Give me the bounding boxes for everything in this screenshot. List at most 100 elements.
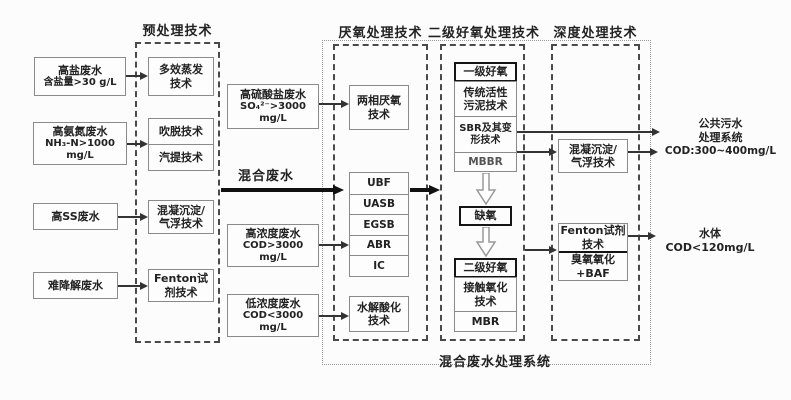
arrow-coagulation-to-output <box>628 148 658 156</box>
anaerobic-two-phase-line1: 两相厌氧 <box>357 94 401 108</box>
arrow-high-salt-to-evaporation <box>126 72 148 80</box>
arrow-aerobic-to-coagulation <box>517 148 557 156</box>
advanced-fenton-line1: Fenton试剂 <box>560 224 626 238</box>
aerobic-primary-box: 一级好氧 <box>454 62 517 82</box>
advanced-coagulation-line1: 混凝沉淀/ <box>568 142 618 156</box>
mixed-system-frame <box>322 40 651 365</box>
output-public-sewage: 公共污水 处理系统 COD:300~400mg/L <box>658 117 783 158</box>
arrow-mixed-to-anaerobic <box>221 185 344 195</box>
aerobic-contact-oxidation-line2: 技术 <box>474 294 497 308</box>
flow-down-arrow-1 <box>475 173 497 206</box>
anaerobic-two-phase-line2: 技术 <box>368 107 390 121</box>
output-public-sewage-line1: 公共污水 <box>698 117 743 130</box>
reactor-ubf: UBF <box>367 176 391 189</box>
arrow-fenton-to-water-body <box>628 232 656 240</box>
arrow-sulfate-to-two-phase <box>319 100 349 108</box>
pre-evaporation-box: 多效蒸发 技术 <box>148 57 214 96</box>
pre-stripping-cell: 吹脱技术 <box>159 125 203 139</box>
mid-sulfate-line2: SO₄²⁻>3000 mg/L <box>240 101 306 125</box>
input-high-ss: 高SS废水 <box>33 203 118 230</box>
pre-evaporation-line1: 多效蒸发 <box>159 63 203 77</box>
reactor-uasb: UASB <box>350 193 408 215</box>
arrow-anaerobic-to-aerobic <box>410 185 440 195</box>
pre-steam-stripping-cell: 汽提技术 <box>149 144 213 170</box>
aerobic-sbr-line2: 形技术 <box>470 134 501 146</box>
flow-down-arrow-2 <box>475 227 497 258</box>
advanced-fenton-cell: Fenton试剂 技术 <box>559 224 627 251</box>
input-high-salt: 高盐废水 含盐量>30 g/L <box>34 57 126 96</box>
advanced-coagulation-box: 混凝沉淀/ 气浮技术 <box>558 139 628 173</box>
mid-sulfate-box: 高硫酸盐废水 SO₄²⁻>3000 mg/L <box>227 84 319 129</box>
anaerobic-hydrolysis-box: 水解酸化 技术 <box>349 296 409 332</box>
aerobic-anoxic-box: 缺氧 <box>459 206 512 226</box>
arrow-low-cod-to-hydrolysis <box>319 312 349 320</box>
reactor-ic: IC <box>350 255 408 276</box>
advanced-fenton-ozone-stack: Fenton试剂 技术 臭氧氧化 +BAF <box>558 223 628 281</box>
aerobic-frame <box>440 44 525 341</box>
mid-high-cod-line1: 高浓度废水 <box>245 226 301 240</box>
arrow-aerobic-to-fenton <box>525 246 557 254</box>
advanced-fenton-line2: 技术 <box>582 237 604 251</box>
arrow-aerobic-to-public-sewage <box>517 128 660 136</box>
output-water-body-line2: COD<120mg/L <box>665 240 755 254</box>
pre-stripping-stack: 吹脱技术 汽提技术 <box>148 118 214 171</box>
advanced-ozone-cell: 臭氧氧化 +BAF <box>559 251 627 280</box>
input-high-salt-line2: 含盐量>30 g/L <box>43 77 117 89</box>
header-secondary-aerobic: 二级好氧处理技术 <box>428 26 541 41</box>
output-water-body-line1: 水体 <box>699 227 721 240</box>
system-label: 混合废水处理系统 <box>438 355 551 370</box>
aerobic-activated-sludge-line1: 传统活性 <box>463 85 508 99</box>
arrow-ss-to-coagulation <box>118 213 148 221</box>
anaerobic-reactor-stack: UBF UASB EGSB ABR IC <box>349 172 409 277</box>
mid-sulfate-line1: 高硫酸盐废水 <box>240 87 306 101</box>
input-high-ammonia-line1: 高氨氮废水 <box>52 124 108 138</box>
advanced-frame <box>551 44 640 341</box>
input-refractory: 难降解废水 <box>33 272 118 299</box>
pre-evaporation-line2: 技术 <box>170 76 192 90</box>
anaerobic-two-phase-box: 两相厌氧 技术 <box>349 85 409 130</box>
input-high-salt-line1: 高盐废水 <box>58 63 102 77</box>
input-high-ammonia: 高氨氮废水 NH₃-N>1000 mg/L <box>33 122 127 165</box>
advanced-ozone-line2: +BAF <box>576 266 610 280</box>
pre-coagulation-box: 混凝沉淀/ 气浮技术 <box>148 200 214 234</box>
mid-high-cod-line2: COD>3000 mg/L <box>242 240 304 264</box>
output-public-sewage-line2: 处理系统 <box>698 130 743 144</box>
header-pretreatment: 预处理技术 <box>142 24 213 39</box>
aerobic-secondary-box: 二级好氧 <box>454 258 517 278</box>
input-refractory-line1: 难降解废水 <box>48 278 103 292</box>
pre-fenton-line1: Fenton试 <box>153 272 208 286</box>
aerobic-mbr-box: MBR <box>454 311 517 332</box>
anaerobic-hydrolysis-line2: 技术 <box>368 314 390 327</box>
output-public-sewage-line3: COD:300~400mg/L <box>664 144 777 157</box>
pre-coagulation-line2: 气浮技术 <box>159 217 203 230</box>
aerobic-sbr-box: SBR及其变 形技术 <box>454 116 517 153</box>
advanced-coagulation-line2: 气浮技术 <box>571 156 615 169</box>
input-high-ammonia-line2: NH₃-N>1000 mg/L <box>45 138 115 162</box>
aerobic-contact-oxidation-box: 接触氧化 技术 <box>454 277 517 312</box>
arrow-refractory-to-fenton <box>118 282 148 290</box>
aerobic-activated-sludge-line2: 污泥技术 <box>463 99 508 112</box>
aerobic-mbbr-box: MBBR <box>454 152 517 172</box>
header-advanced: 深度处理技术 <box>553 26 638 41</box>
aerobic-contact-oxidation-line1: 接触氧化 <box>463 281 508 295</box>
mixed-wastewater-label: 混合废水 <box>238 169 295 184</box>
input-high-ss-line1: 高SS废水 <box>51 209 100 223</box>
pre-fenton-box: Fenton试 剂技术 <box>148 269 214 302</box>
mid-high-cod-box: 高浓度废水 COD>3000 mg/L <box>227 224 319 267</box>
pre-coagulation-line1: 混凝沉淀/ <box>156 203 206 217</box>
pre-fenton-line2: 剂技术 <box>164 285 198 299</box>
reactor-abr: ABR <box>350 234 408 256</box>
mid-low-cod-box: 低浓度废水 COD<3000 mg/L <box>227 294 319 337</box>
anaerobic-hydrolysis-line1: 水解酸化 <box>357 300 401 314</box>
header-anaerobic: 厌氧处理技术 <box>338 26 423 41</box>
output-water-body: 水体 COD<120mg/L <box>650 227 770 255</box>
mid-low-cod-line1: 低浓度废水 <box>245 296 301 310</box>
mid-low-cod-line2: COD<3000 mg/L <box>242 310 304 334</box>
reactor-egsb: EGSB <box>350 214 408 235</box>
aerobic-activated-sludge-box: 传统活性 污泥技术 <box>454 81 517 117</box>
advanced-ozone-line1: 臭氧氧化 <box>571 253 615 267</box>
arrow-ammonia-to-stripping <box>127 140 148 148</box>
pretreatment-frame <box>135 42 220 343</box>
aerobic-sbr-line1: SBR及其变 <box>459 122 512 134</box>
